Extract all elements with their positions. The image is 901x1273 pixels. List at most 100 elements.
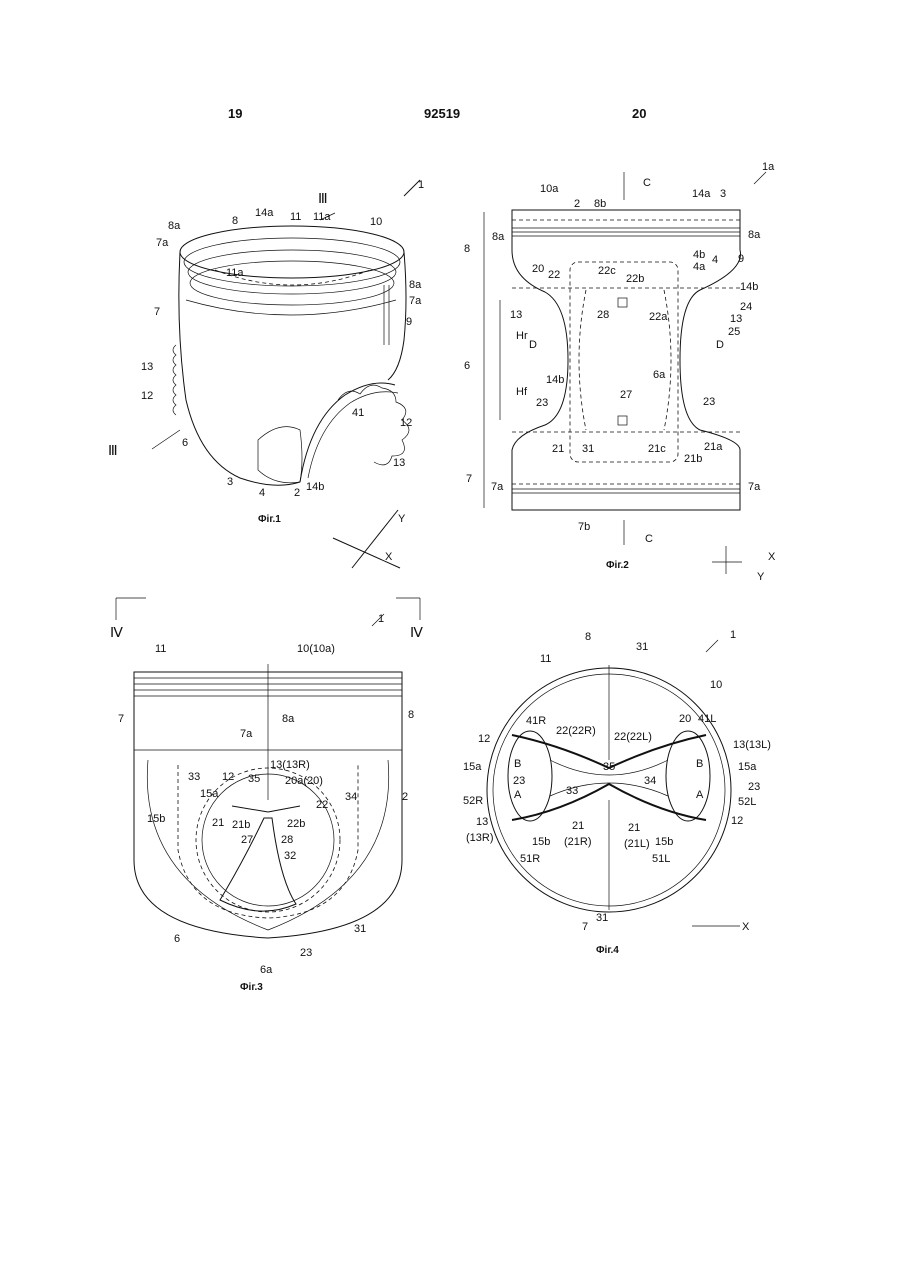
fig2-label: 31 [582, 443, 594, 455]
fig2-label: 25 [728, 326, 740, 338]
fig2-label: 21a [704, 441, 723, 453]
fig3-label: 23 [300, 947, 312, 959]
fig1-label: X [385, 551, 393, 563]
fig2-label: 10a [540, 183, 559, 195]
fig3-label: 20a(20) [285, 775, 323, 787]
figure-1-labels: 1 8a 7a 8 14a 11 11a 10 Ⅲ 11a 8a 7a 7 9 … [108, 179, 424, 563]
figure-1-drawing [152, 180, 420, 568]
fig3-label: 22 [316, 799, 328, 811]
fig1-caption: Фіг.1 [258, 514, 281, 525]
fig2-label: 22 [548, 269, 560, 281]
fig2-label: 14b [740, 281, 758, 293]
fig3-label: 28 [281, 834, 293, 846]
fig2-label: 22a [649, 311, 668, 323]
fig3-label: 34 [345, 791, 357, 803]
fig4-label: 21 [628, 822, 640, 834]
fig2-label: 8 [464, 243, 470, 255]
fig2-label: 7 [466, 473, 472, 485]
fig4-label: 34 [644, 775, 656, 787]
fig4-label: 52R [463, 795, 483, 807]
fig4-label: (13R) [466, 832, 494, 844]
fig4-label: 13(13L) [733, 739, 771, 751]
fig3-label: 21b [232, 819, 250, 831]
fig4-label: B [514, 758, 521, 770]
fig3-label: Ⅳ [410, 626, 423, 641]
fig2-label: 7b [578, 521, 590, 533]
fig1-label: 11 [290, 211, 301, 223]
figure-3-labels: Ⅳ 1 Ⅳ 11 10(10a) 7 8 8a 7a 13(13R) 33 12… [110, 613, 423, 993]
fig2-label: Hr [516, 330, 528, 342]
fig2-label: 7a [491, 481, 504, 493]
fig2-label: 14a [692, 188, 711, 200]
fig2-label: X [768, 551, 776, 563]
fig4-label: 10 [710, 679, 722, 691]
fig1-label: 4 [259, 487, 265, 499]
fig4-label: 7 [582, 921, 588, 933]
fig2-label: 23 [536, 397, 548, 409]
fig1-label: 11a [226, 267, 244, 279]
fig4-label: 15b [532, 836, 550, 848]
fig2-label: 28 [597, 309, 609, 321]
fig2-label: 22c [598, 265, 616, 277]
fig3-label: 2 [402, 791, 408, 803]
fig2-label: 1a [762, 161, 775, 173]
fig2-label: Hf [516, 386, 528, 398]
figure-2-labels: 1a 10a 2 8b C 14a 3 8a 8a 8 4b 4a 4 9 14… [464, 161, 776, 583]
fig1-label: 7 [154, 306, 160, 318]
fig4-label: 31 [596, 912, 608, 924]
fig1-label: 12 [141, 390, 153, 402]
fig2-label: 2 [574, 198, 580, 210]
fig1-label: 7a [409, 295, 422, 307]
fig4-label: 22(22R) [556, 725, 596, 737]
fig4-label: 15a [738, 761, 757, 773]
fig4-label: 52L [738, 796, 756, 808]
fig3-label: 33 [188, 771, 200, 783]
fig1-label: Ⅲ [108, 444, 118, 459]
fig1-label: 41 [352, 407, 364, 419]
fig4-label: X [742, 921, 750, 933]
fig4-label: 23 [513, 775, 525, 787]
fig4-label: 35 [603, 761, 615, 773]
fig4-label: 15b [655, 836, 673, 848]
fig2-label: 6 [464, 360, 470, 372]
fig3-label: 32 [284, 850, 296, 862]
fig2-label: 24 [740, 301, 752, 313]
fig1-label: 8 [232, 215, 238, 227]
fig1-label: 14a [255, 207, 274, 219]
fig2-label: 7a [748, 481, 761, 493]
fig1-label: 11a [313, 211, 331, 223]
fig2-label: 8a [748, 229, 761, 241]
fig2-label: 27 [620, 389, 632, 401]
fig2-label: 8b [594, 198, 606, 210]
fig3-label: 8 [408, 709, 414, 721]
fig1-label: Ⅲ [318, 192, 328, 207]
figure-2-drawing [484, 172, 766, 574]
fig2-caption: Фіг.2 [606, 560, 629, 571]
fig4-label: 20 [679, 713, 691, 725]
fig3-label: 10(10a) [297, 643, 335, 655]
fig3-label: 1 [378, 613, 384, 625]
fig3-label: 35 [248, 773, 260, 785]
fig2-label: Y [757, 571, 765, 583]
fig3-label: 6a [260, 964, 273, 976]
fig1-label: 8a [168, 220, 181, 232]
fig1-label: 13 [141, 361, 153, 373]
fig4-label: 41R [526, 715, 546, 727]
fig2-label: 23 [703, 396, 715, 408]
fig3-label: 31 [354, 923, 366, 935]
fig2-label: 3 [720, 188, 726, 200]
fig1-label: 2 [294, 487, 300, 499]
fig4-label: 12 [478, 733, 490, 745]
fig2-label: 22b [626, 273, 644, 285]
fig2-label: C [643, 177, 651, 189]
fig4-label: 51R [520, 853, 540, 865]
fig3-label: 8a [282, 713, 295, 725]
fig2-label: 4 [712, 254, 718, 266]
fig2-label: 9 [738, 253, 744, 265]
fig2-label: 13 [730, 313, 742, 325]
fig1-label: 13 [393, 457, 405, 469]
fig4-label: (21L) [624, 838, 650, 850]
fig3-caption: Фіг.3 [240, 982, 263, 993]
fig2-label: 6a [653, 369, 666, 381]
fig3-label: 27 [241, 834, 253, 846]
